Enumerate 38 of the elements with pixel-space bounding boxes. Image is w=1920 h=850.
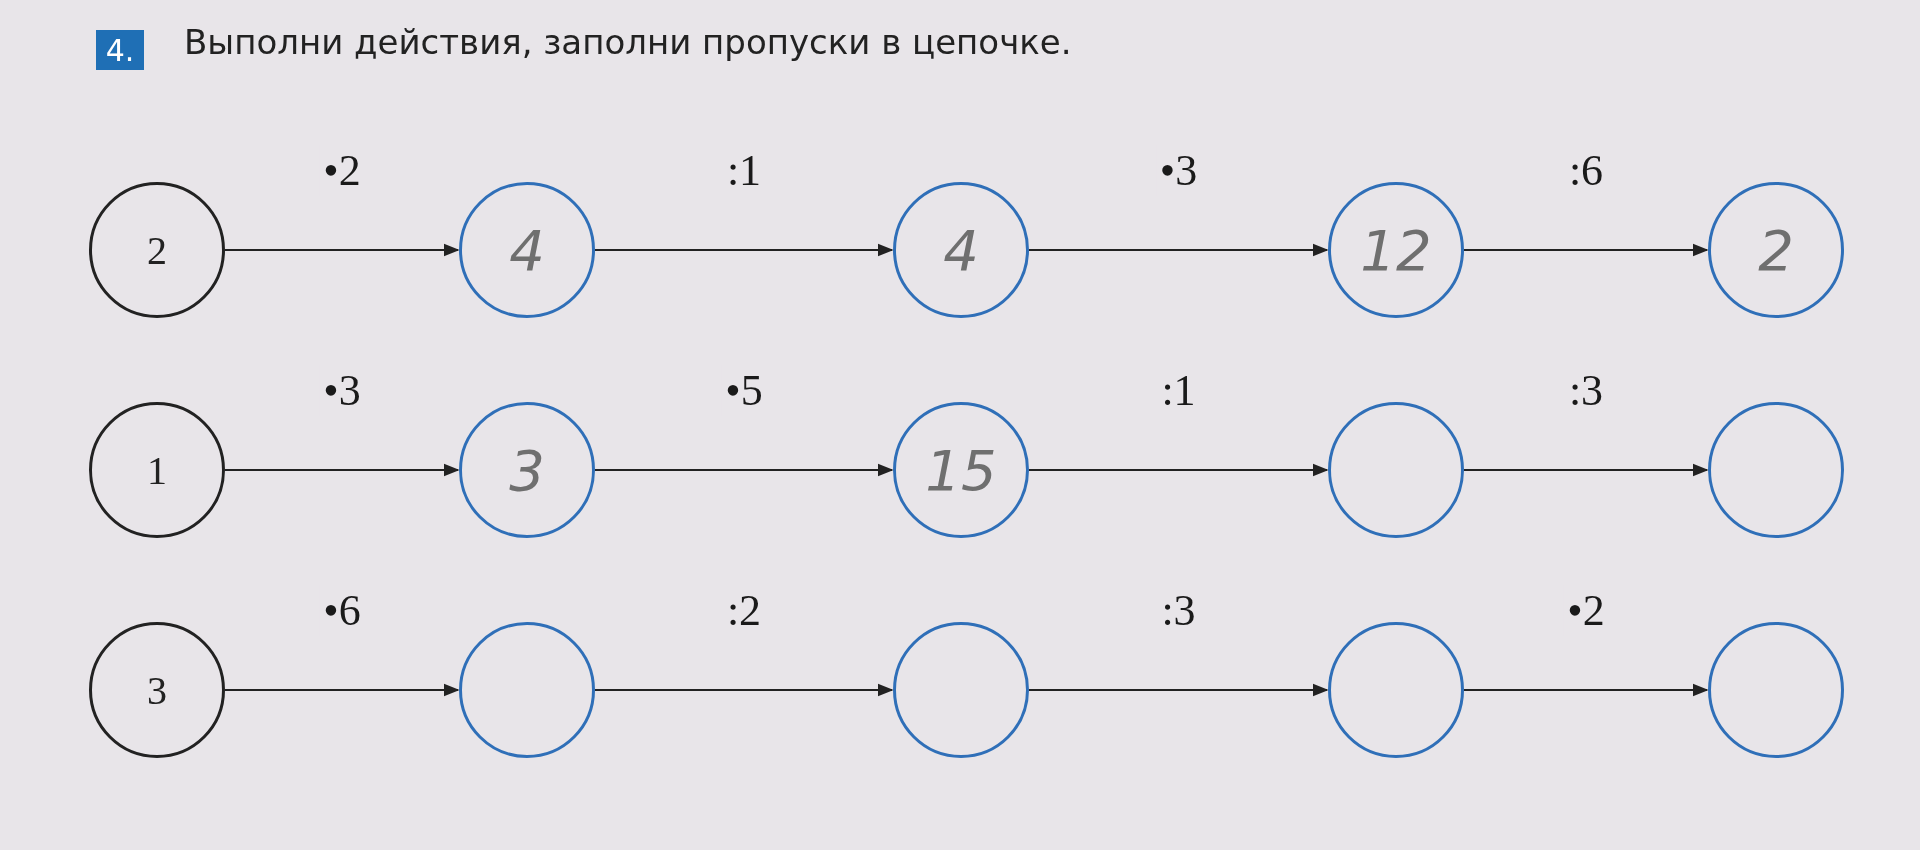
circle-blank (893, 622, 1029, 758)
number-text: 1 (147, 446, 167, 494)
number-circle (459, 182, 595, 318)
circle-blank (1328, 402, 1464, 538)
arrow (594, 683, 894, 697)
number-text: 3 (147, 666, 167, 714)
arrow (224, 683, 460, 697)
task-number: 4. (96, 30, 144, 70)
handwritten-number: 15 (925, 437, 997, 503)
arrow (1463, 683, 1709, 697)
handwritten-number: 12 (1360, 217, 1432, 283)
task-title: Выполни действия, заполни пропуски в цепочке. (184, 22, 1072, 62)
arrow (224, 463, 460, 477)
handwritten-number: 2 (1758, 217, 1794, 283)
number-circle (89, 622, 225, 758)
handwritten-number: 4 (509, 217, 545, 283)
circle-blank (1328, 622, 1464, 758)
number-circle (893, 182, 1029, 318)
handwritten-number: 4 (943, 217, 979, 283)
arrow (1028, 683, 1329, 697)
arrow (1463, 463, 1709, 477)
number-circle (893, 402, 1029, 538)
arrow (1028, 243, 1329, 257)
arrow (594, 463, 894, 477)
number-circle (1328, 182, 1464, 318)
arrow (594, 243, 894, 257)
circle-blank (1708, 402, 1844, 538)
number-circle (459, 402, 595, 538)
arrow (1463, 243, 1709, 257)
handwritten-number: 3 (509, 437, 545, 503)
number-circle (1708, 182, 1844, 318)
arrow (1028, 463, 1329, 477)
number-text: 2 (147, 226, 167, 274)
number-circle (89, 402, 225, 538)
circle-blank (1708, 622, 1844, 758)
arrow (224, 243, 460, 257)
circle-blank (459, 622, 595, 758)
number-circle (89, 182, 225, 318)
